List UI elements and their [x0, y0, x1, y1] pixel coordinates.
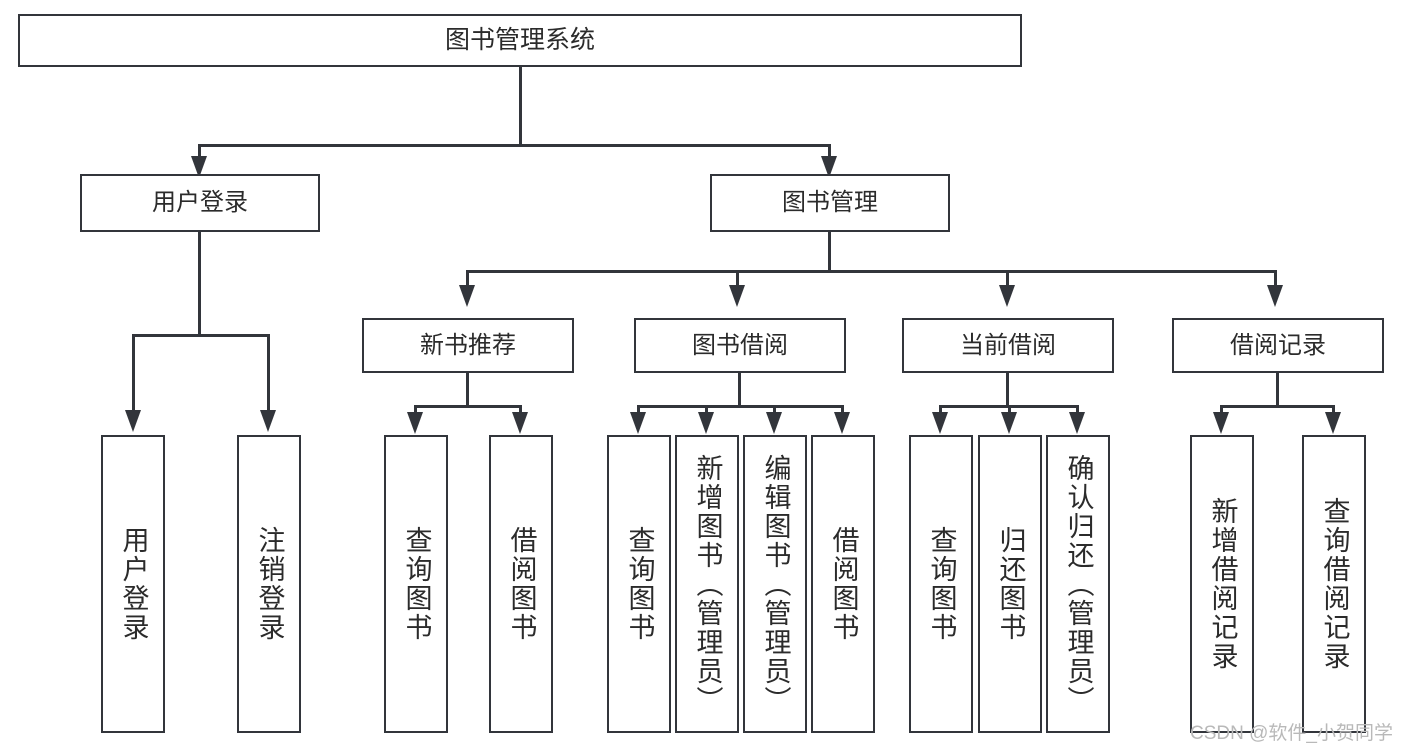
node-root-system[interactable]: 图书管理系统 [18, 14, 1022, 67]
node-label: 当前借阅 [960, 331, 1056, 359]
arrowhead-book-borrow-leaf-2 [766, 412, 782, 434]
node-label: 图书管理 [782, 189, 878, 217]
arrowhead-root-to-user-login [191, 156, 207, 178]
leaf-user-login-login[interactable]: 用户登录 [101, 435, 165, 733]
node-label: 借阅记录 [1230, 331, 1326, 359]
node-label: 编辑图书（管理员） [760, 453, 791, 715]
node-book-borrow[interactable]: 图书借阅 [634, 318, 846, 373]
arrowhead-borrow-record-leaf-1 [1325, 412, 1341, 434]
arrowhead-book-borrow-leaf-1 [698, 412, 714, 434]
arrowhead-book-borrow-leaf-0 [630, 412, 646, 434]
node-label: 查询图书 [401, 526, 432, 642]
node-borrow-record[interactable]: 借阅记录 [1172, 318, 1384, 373]
connector-book-borrow-bar [637, 405, 844, 408]
arrowhead-book-manage-l2-2 [999, 285, 1015, 307]
leaf-new-book-query[interactable]: 查询图书 [384, 435, 448, 733]
node-book-manage[interactable]: 图书管理 [710, 174, 950, 232]
node-new-book-recommend[interactable]: 新书推荐 [362, 318, 574, 373]
node-label: 借阅图书 [828, 526, 859, 642]
connector-book-manage-to-l2-3 [1274, 270, 1277, 295]
leaf-borrow-record-add[interactable]: 新增借阅记录 [1190, 435, 1254, 733]
arrowhead-book-manage-l2-3 [1267, 285, 1283, 307]
node-label: 查询借阅记录 [1319, 497, 1350, 671]
connector-user-login-to-leaf-1 [267, 334, 270, 419]
leaf-book-borrow-edit[interactable]: 编辑图书（管理员） [743, 435, 807, 733]
leaf-user-login-logout[interactable]: 注销登录 [237, 435, 301, 733]
arrowhead-book-manage-l2-1 [729, 285, 745, 307]
connector-new-book-trunk [466, 373, 469, 407]
arrowhead-root-to-book-manage [821, 156, 837, 178]
arrowhead-book-manage-l2-0 [459, 285, 475, 307]
arrowhead-user-login-leaf-0 [125, 410, 141, 432]
connector-book-borrow-trunk [738, 373, 741, 407]
node-label: 注销登录 [254, 526, 285, 642]
node-label: 查询图书 [624, 526, 655, 642]
leaf-borrow-record-query[interactable]: 查询借阅记录 [1302, 435, 1366, 733]
node-label: 新增借阅记录 [1207, 497, 1238, 671]
arrowhead-current-borrow-leaf-1 [1001, 412, 1017, 434]
node-current-borrow[interactable]: 当前借阅 [902, 318, 1114, 373]
leaf-book-borrow-add[interactable]: 新增图书（管理员） [675, 435, 739, 733]
leaf-current-borrow-query[interactable]: 查询图书 [909, 435, 973, 733]
node-label: 新增图书（管理员） [692, 453, 723, 715]
watermark-text: CSDN @软件_小贺同学 [1190, 723, 1393, 744]
connector-current-borrow-trunk [1006, 373, 1009, 407]
arrowhead-current-borrow-leaf-0 [932, 412, 948, 434]
node-label: 新书推荐 [420, 331, 516, 359]
leaf-book-borrow-query[interactable]: 查询图书 [607, 435, 671, 733]
connector-book-manage-to-l2-0 [466, 270, 469, 295]
arrowhead-new-book-leaf-0 [407, 412, 423, 434]
arrowhead-book-borrow-leaf-3 [834, 412, 850, 434]
connector-book-manage-bar [466, 270, 1277, 273]
node-label: 查询图书 [926, 526, 957, 642]
leaf-book-borrow-borrow[interactable]: 借阅图书 [811, 435, 875, 733]
connector-book-manage-to-l2-1 [736, 270, 739, 295]
node-user-login[interactable]: 用户登录 [80, 174, 320, 232]
connector-borrow-record-trunk [1276, 373, 1279, 407]
leaf-current-borrow-return[interactable]: 归还图书 [978, 435, 1042, 733]
connector-user-login-to-leaf-0 [132, 334, 135, 419]
arrowhead-user-login-leaf-1 [260, 410, 276, 432]
arrowhead-current-borrow-leaf-2 [1069, 412, 1085, 434]
connector-user-login-trunk [198, 232, 201, 336]
node-label: 图书管理系统 [444, 26, 595, 55]
node-label: 借阅图书 [506, 526, 537, 642]
leaf-current-borrow-confirm-return[interactable]: 确认归还（管理员） [1046, 435, 1110, 733]
node-label: 图书借阅 [692, 331, 788, 359]
arrowhead-new-book-leaf-1 [512, 412, 528, 434]
node-label: 用户登录 [118, 526, 149, 642]
node-label: 确认归还（管理员） [1063, 453, 1094, 715]
arrowhead-borrow-record-leaf-0 [1213, 412, 1229, 434]
leaf-new-book-borrow[interactable]: 借阅图书 [489, 435, 553, 733]
node-label: 归还图书 [995, 526, 1026, 642]
connector-book-manage-to-l2-2 [1006, 270, 1009, 295]
connector-book-manage-trunk [828, 232, 831, 272]
connector-root-trunk [519, 67, 522, 146]
node-label: 用户登录 [152, 189, 248, 217]
connector-root-bar [198, 144, 831, 147]
connector-new-book-bar [414, 405, 522, 408]
connector-borrow-record-bar [1220, 405, 1335, 408]
connector-user-login-bar [132, 334, 269, 337]
